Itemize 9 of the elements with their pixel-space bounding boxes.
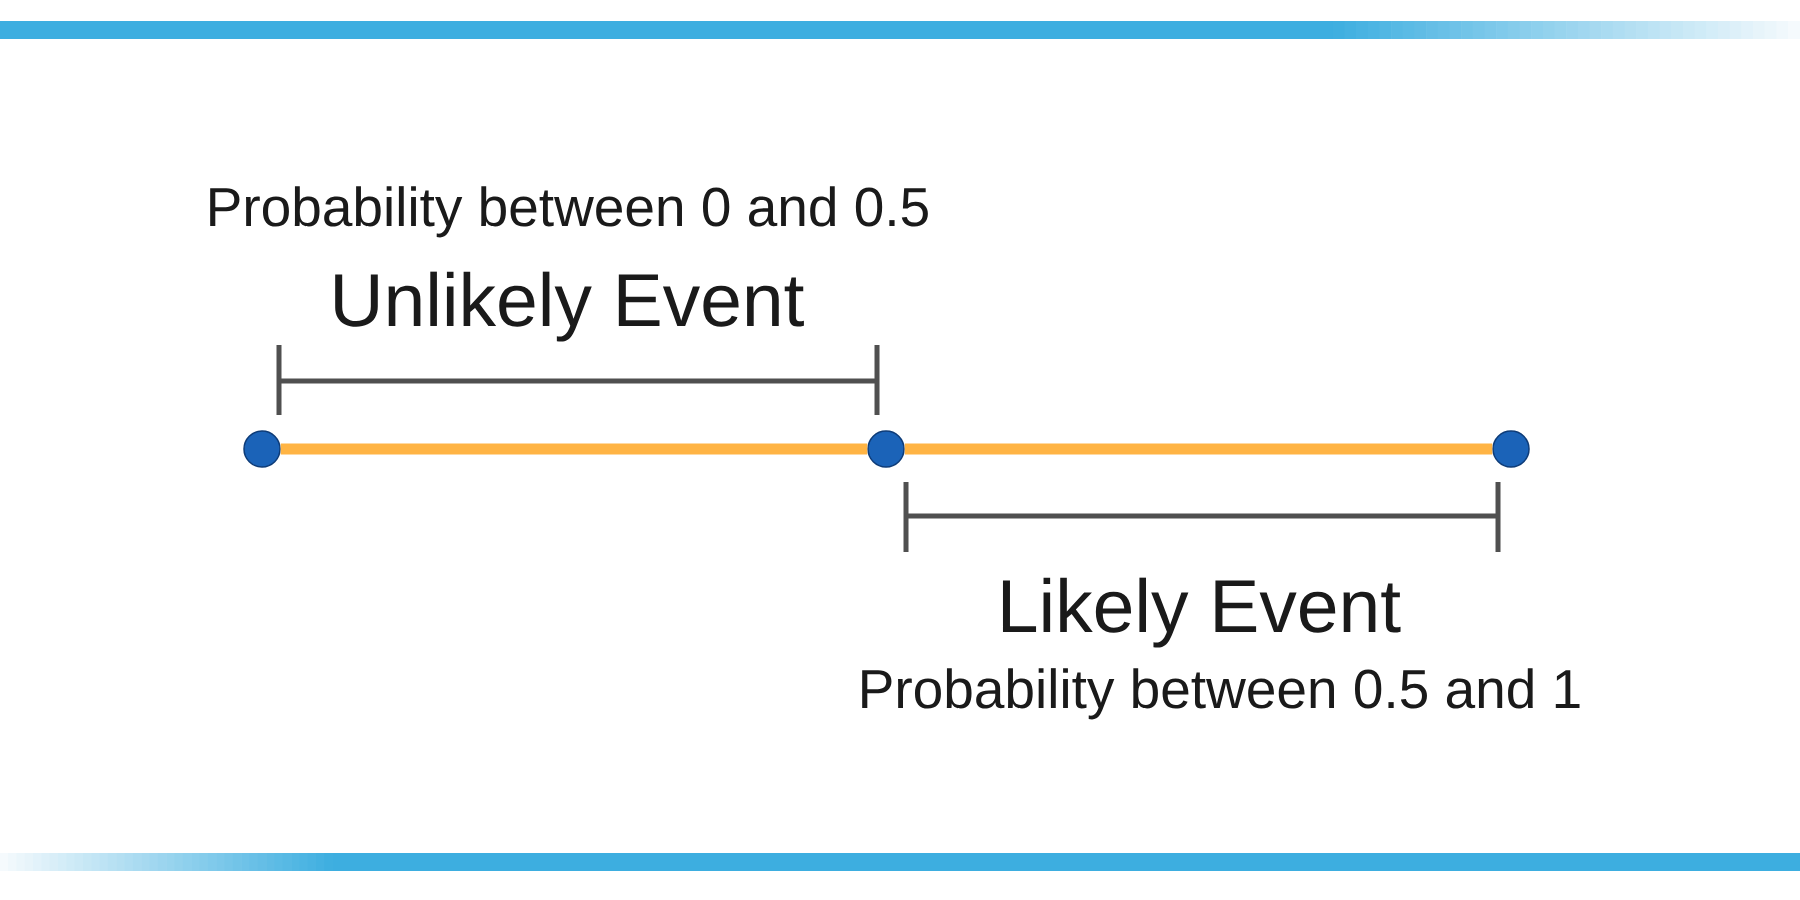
bracket-label: Unlikely Event (335, 271, 804, 342)
dot (1492, 430, 1530, 468)
probability-note: Probability between 0 and 0.5 (210, 186, 928, 238)
line-segment (904, 443, 1493, 455)
dot (867, 430, 905, 468)
line-segment (280, 443, 868, 455)
probability-note: Probability between 0.5 and 1 (862, 668, 1580, 720)
dot (243, 430, 281, 468)
bracket-label: Likely Event (1002, 577, 1401, 648)
